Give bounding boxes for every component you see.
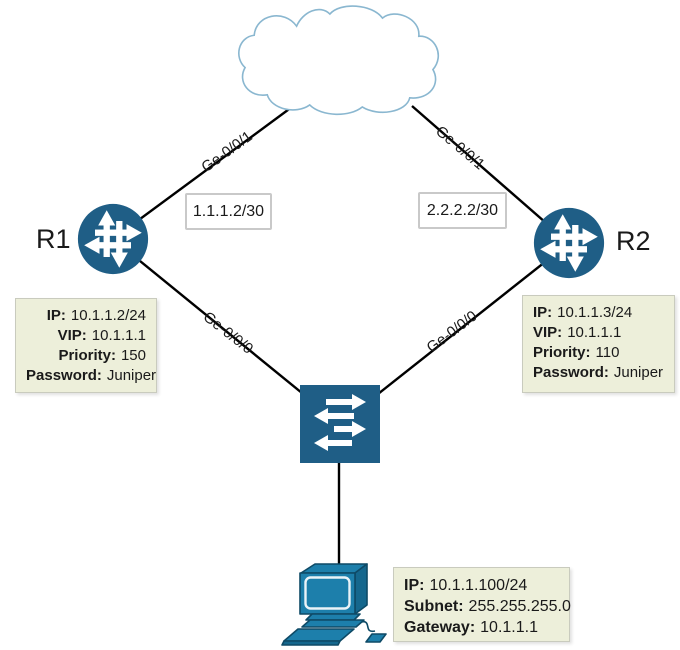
info-label: Subnet: [404, 598, 464, 615]
wan-address-box-r1: 1.1.1.2/30 [185, 193, 272, 230]
juniper-router-icon [533, 207, 605, 279]
info-value: 110 [595, 344, 620, 361]
cloud-icon [238, 5, 439, 116]
info-row: Priority:110 [533, 343, 664, 363]
ethernet-switch-icon [300, 385, 380, 463]
wan-address-r1: 1.1.1.2/30 [192, 202, 265, 220]
host-pc [280, 560, 392, 648]
info-value: 10.1.1.1 [91, 327, 146, 344]
r1-info-box: IP:10.1.1.2/24 VIP:10.1.1.1 Priority:150… [15, 298, 157, 393]
info-row: Priority:150 [26, 346, 146, 366]
router-r1 [77, 203, 149, 275]
info-value: 10.1.1.1 [480, 619, 538, 636]
info-label: Gateway: [404, 619, 476, 636]
info-row: Password:Juniper [533, 363, 664, 383]
wan-address-r2: 2.2.2.2/30 [426, 201, 499, 219]
router-r2-label: R2 [616, 226, 651, 256]
info-row: Subnet:255.255.255.0 [404, 596, 571, 617]
juniper-router-icon [77, 203, 149, 275]
info-label: Password: [533, 364, 609, 381]
desktop-computer-icon [281, 563, 387, 646]
switch [300, 385, 380, 463]
info-row: IP:10.1.1.3/24 [533, 303, 664, 323]
info-label: Priority: [58, 347, 116, 364]
info-value: 10.1.1.2/24 [70, 307, 146, 324]
info-value: Juniper [106, 367, 157, 384]
wan-address-box-r2: 2.2.2.2/30 [418, 192, 507, 229]
info-label: VIP: [533, 324, 563, 341]
info-value: 255.255.255.0 [468, 598, 571, 615]
router-r1-label: R1 [36, 224, 71, 254]
info-row: IP:10.1.1.2/24 [26, 306, 146, 326]
r2-info-box: IP:10.1.1.3/24 VIP:10.1.1.1 Priority:110… [522, 295, 675, 393]
info-label: Password: [26, 367, 102, 384]
info-label: IP: [533, 304, 553, 321]
info-value: 10.1.1.3/24 [557, 304, 633, 321]
info-row: Password:Juniper [26, 366, 156, 386]
info-label: IP: [404, 577, 425, 594]
info-row: IP:10.1.1.100/24 [404, 575, 559, 596]
info-row: VIP:10.1.1.1 [533, 323, 664, 343]
info-row: Gateway:10.1.1.1 [404, 617, 559, 638]
pc-info-box: IP:10.1.1.100/24 Subnet:255.255.255.0 Ga… [393, 567, 571, 642]
info-label: IP: [46, 307, 66, 324]
info-label: Priority: [533, 344, 591, 361]
info-value: 150 [120, 347, 146, 364]
info-label: VIP: [57, 327, 87, 344]
info-value: 10.1.1.1 [567, 324, 622, 341]
link-r1-cloud [112, 103, 297, 240]
info-value: 10.1.1.100/24 [429, 577, 528, 594]
info-value: Juniper [613, 364, 664, 381]
router-r2 [533, 207, 605, 279]
info-row: VIP:10.1.1.1 [26, 326, 146, 346]
